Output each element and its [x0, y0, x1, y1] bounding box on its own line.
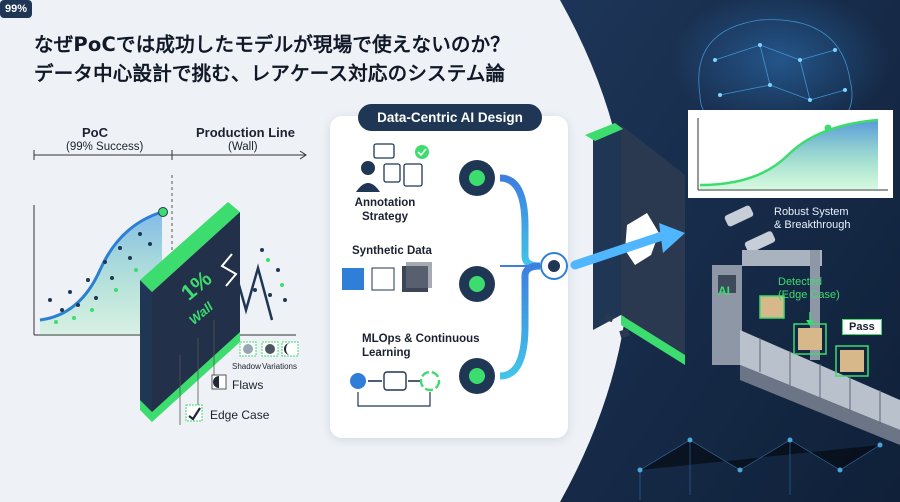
- mlops-label: MLOps & Continuous Learning: [362, 333, 480, 359]
- center-diagram: [342, 143, 568, 407]
- detected-edge-case-label: Detected (Edge Case): [778, 276, 840, 301]
- title-line-2: データ中心設計で挑む、レアケース対応のシステム論: [34, 62, 506, 85]
- variations-label: Variations: [262, 362, 297, 371]
- shadow-icons: [239, 341, 299, 357]
- left-chart: [33, 150, 307, 425]
- broken-wall: [570, 123, 685, 365]
- growth-chart: [688, 110, 893, 198]
- production-line-label: Production Line: [196, 125, 295, 140]
- conveyor-line: [712, 205, 900, 445]
- mlops-icons: [350, 370, 441, 407]
- production-sub-label: (Wall): [228, 141, 258, 153]
- robust-system-label: Robust System & Breakthrough: [774, 206, 851, 231]
- page-title: なぜPoCでは成功したモデルが現場で使えないのか？ データ中心設計で挑む、レアケ…: [34, 30, 510, 88]
- shadow-label: Shadow: [232, 362, 261, 371]
- ai-label: AI: [718, 284, 730, 298]
- percent-badge: 99%: [0, 0, 32, 18]
- pass-badge: Pass: [842, 319, 882, 335]
- gear-icons: [459, 160, 495, 394]
- synthetic-cubes: [342, 262, 432, 292]
- annotation-strategy-label: Annotation Strategy: [354, 197, 416, 223]
- poc-label: PoC: [82, 125, 108, 140]
- poc-sub-label: (99% Success): [66, 141, 144, 153]
- synthetic-data-label: Synthetic Data: [352, 245, 432, 257]
- flaws-label: Flaws: [232, 378, 264, 392]
- edge-case-label: Edge Case: [210, 408, 270, 422]
- data-centric-header: Data-Centric AI Design: [358, 104, 542, 131]
- title-line-1: なぜPoCでは成功したモデルが現場で使えないのか？: [34, 33, 510, 56]
- annotation-icons: [356, 143, 429, 192]
